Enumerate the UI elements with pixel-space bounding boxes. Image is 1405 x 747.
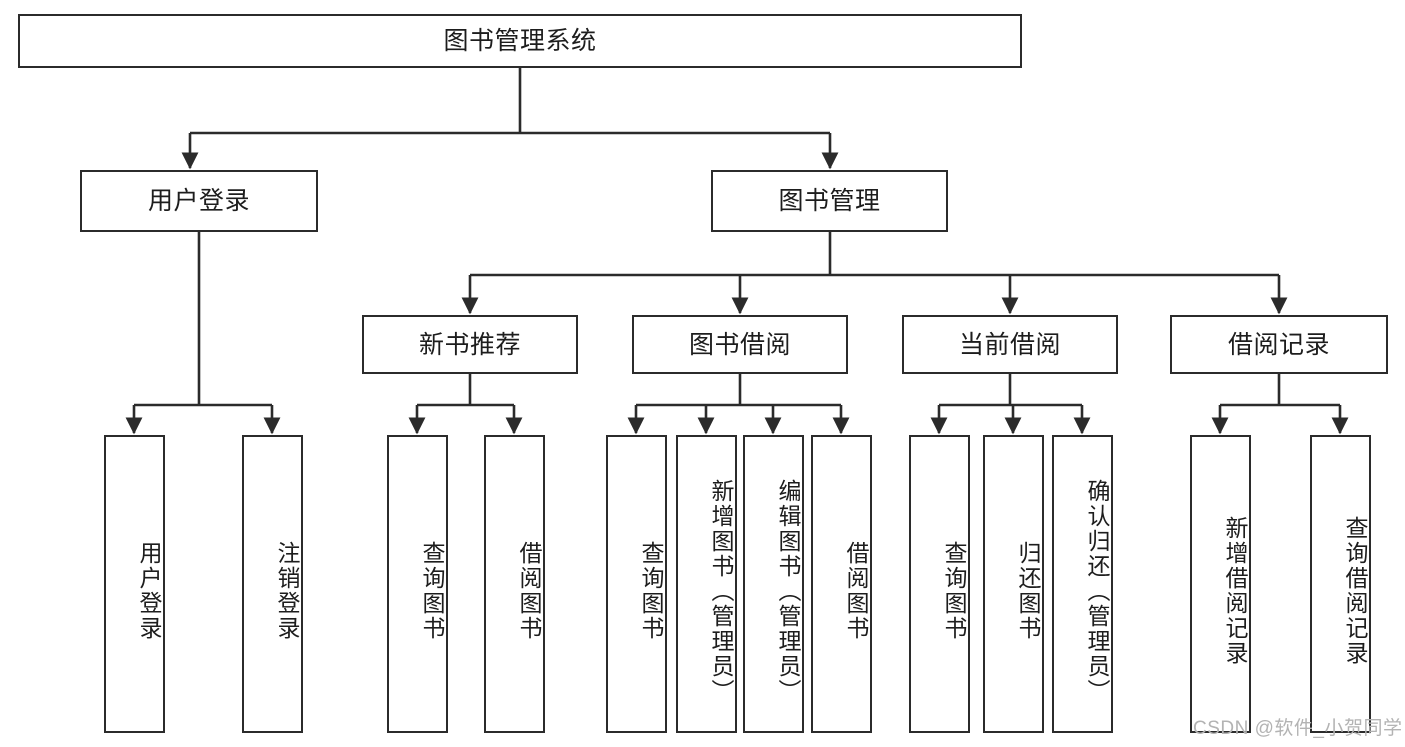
node-leaf-edit-book[interactable]: 编辑图书（管理员） xyxy=(743,435,804,733)
node-borrow-record[interactable]: 借阅记录 xyxy=(1170,315,1388,374)
node-new-book-recommend-label: 新书推荐 xyxy=(418,330,521,359)
node-book-management[interactable]: 图书管理 xyxy=(711,170,948,232)
node-leaf-query-book-2[interactable]: 查询图书 xyxy=(606,435,667,733)
node-leaf-logout-label: 注销登录 xyxy=(274,541,300,641)
node-leaf-user-login[interactable]: 用户登录 xyxy=(104,435,165,733)
node-leaf-logout[interactable]: 注销登录 xyxy=(242,435,303,733)
node-leaf-user-login-label: 用户登录 xyxy=(136,541,162,641)
csdn-watermark: CSDN @软件_小贺同学 xyxy=(1193,718,1403,739)
node-leaf-add-borrow-record-label: 新增借阅记录 xyxy=(1222,516,1248,666)
node-leaf-add-borrow-record[interactable]: 新增借阅记录 xyxy=(1190,435,1251,733)
node-current-borrow[interactable]: 当前借阅 xyxy=(902,315,1118,374)
node-leaf-query-book-1-label: 查询图书 xyxy=(419,541,445,641)
node-leaf-borrow-book-1-label: 借阅图书 xyxy=(516,541,542,641)
node-leaf-query-book-3[interactable]: 查询图书 xyxy=(909,435,970,733)
node-leaf-add-book[interactable]: 新增图书（管理员） xyxy=(676,435,737,733)
node-leaf-query-book-1[interactable]: 查询图书 xyxy=(387,435,448,733)
node-leaf-edit-book-label: 编辑图书（管理员） xyxy=(775,478,801,704)
node-leaf-confirm-return[interactable]: 确认归还（管理员） xyxy=(1052,435,1113,733)
node-leaf-borrow-book-2[interactable]: 借阅图书 xyxy=(811,435,872,733)
node-leaf-borrow-book-2-label: 借阅图书 xyxy=(843,541,869,641)
node-leaf-return-book-label: 归还图书 xyxy=(1015,541,1041,641)
node-book-borrow[interactable]: 图书借阅 xyxy=(632,315,848,374)
node-root-label: 图书管理系统 xyxy=(443,27,597,55)
node-leaf-add-book-label: 新增图书（管理员） xyxy=(708,478,734,704)
node-book-management-label: 图书管理 xyxy=(778,187,881,215)
node-leaf-confirm-return-label: 确认归还（管理员） xyxy=(1084,478,1110,704)
node-leaf-query-book-2-label: 查询图书 xyxy=(638,541,664,641)
node-leaf-return-book[interactable]: 归还图书 xyxy=(983,435,1044,733)
node-book-borrow-label: 图书借阅 xyxy=(688,330,791,359)
node-leaf-query-book-3-label: 查询图书 xyxy=(941,541,967,641)
node-user-login-label: 用户登录 xyxy=(147,187,250,215)
node-root[interactable]: 图书管理系统 xyxy=(18,14,1022,68)
node-leaf-query-borrow-record-label: 查询借阅记录 xyxy=(1342,516,1368,666)
node-user-login[interactable]: 用户登录 xyxy=(80,170,318,232)
node-leaf-borrow-book-1[interactable]: 借阅图书 xyxy=(484,435,545,733)
node-borrow-record-label: 借阅记录 xyxy=(1227,330,1330,359)
node-new-book-recommend[interactable]: 新书推荐 xyxy=(362,315,578,374)
node-leaf-query-borrow-record[interactable]: 查询借阅记录 xyxy=(1310,435,1371,733)
node-current-borrow-label: 当前借阅 xyxy=(958,330,1061,359)
